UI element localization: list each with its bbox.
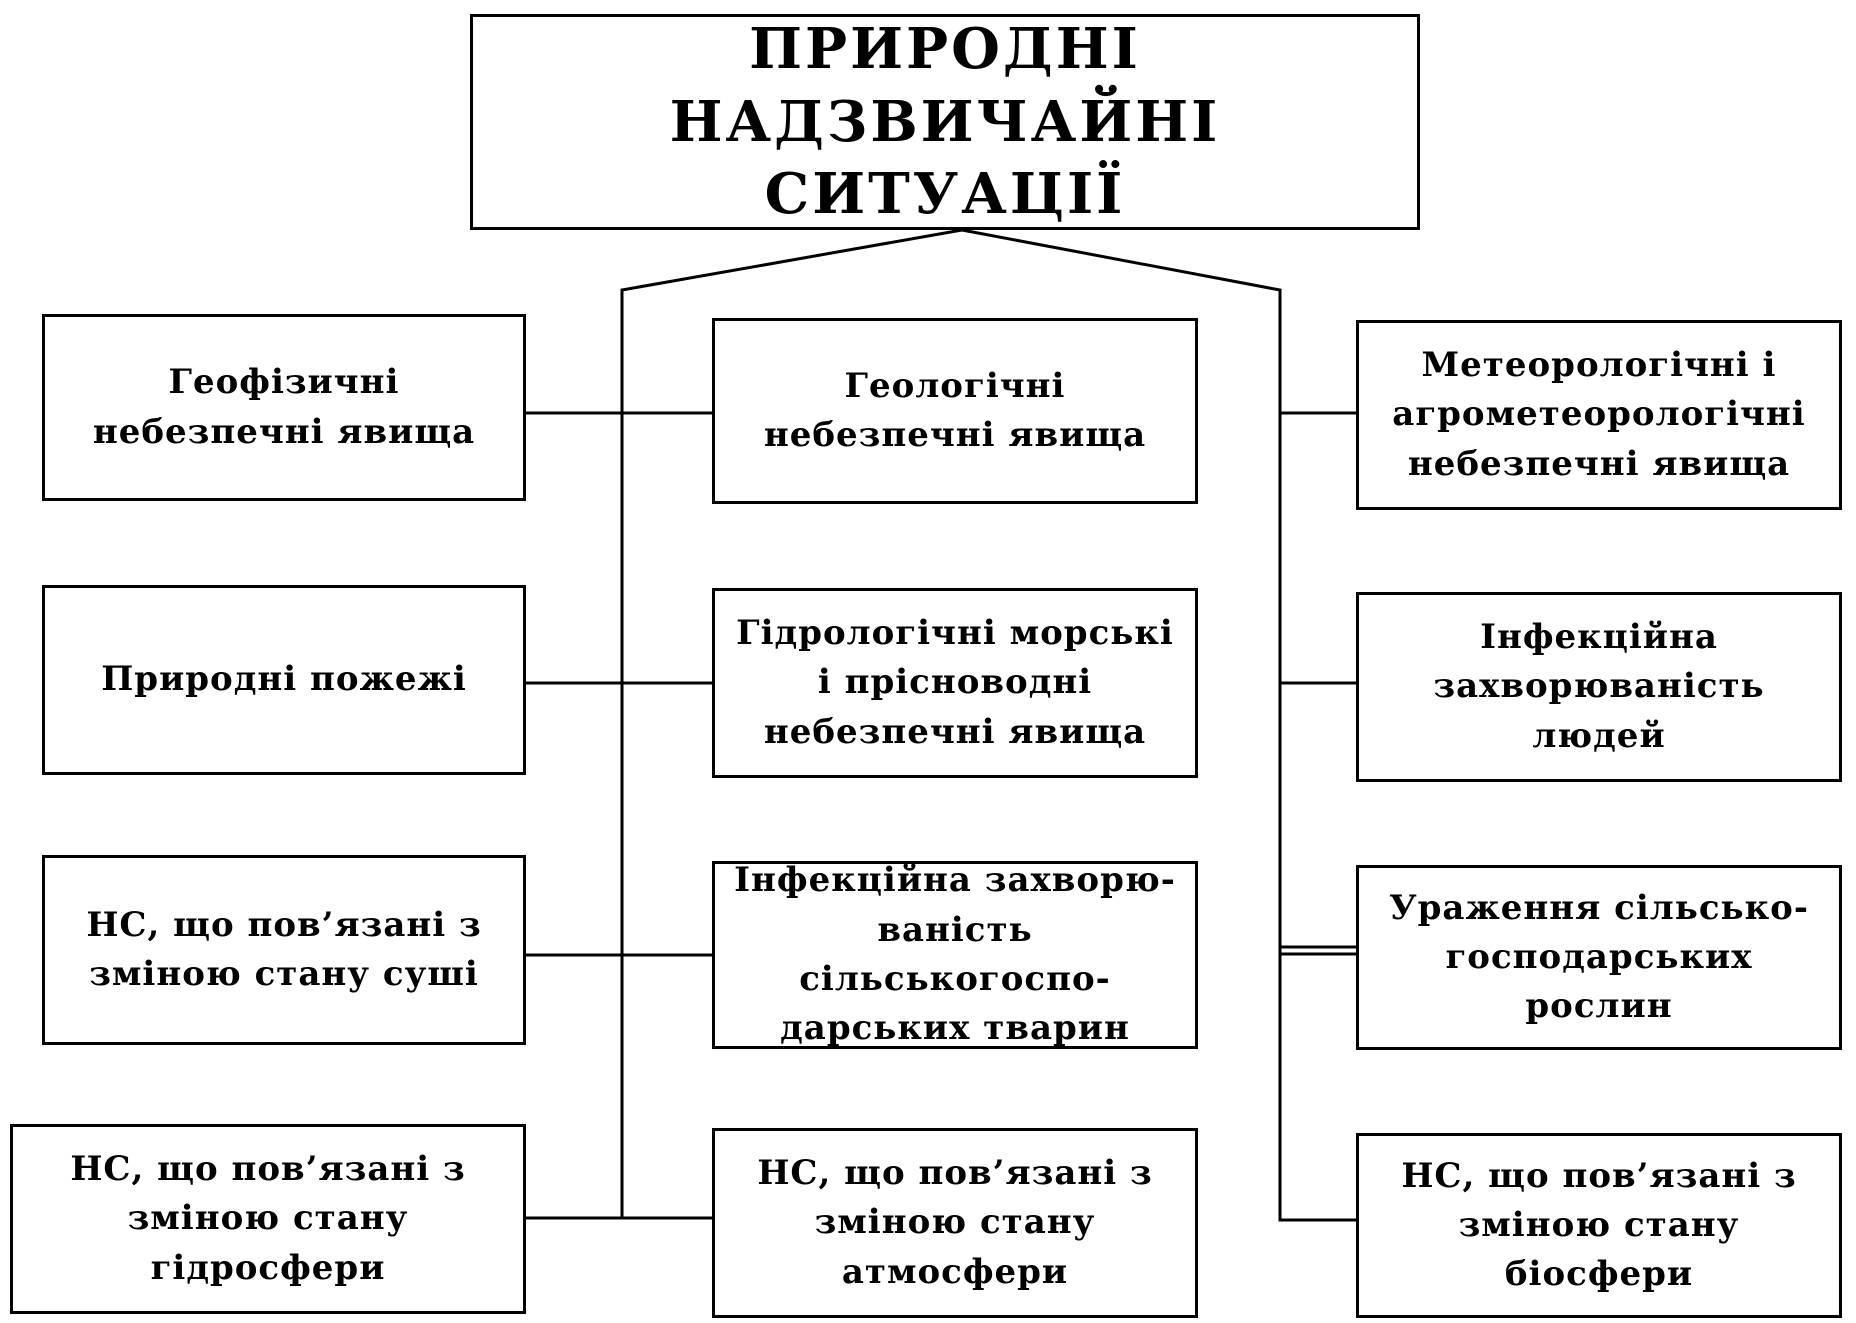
box-label: НС, що пов’язані з зміною стану біосфери (1401, 1155, 1797, 1295)
box-atmosphere-state: НС, що пов’язані з зміною стану атмосфер… (712, 1128, 1198, 1318)
box-land-state: НС, що пов’язані з зміною стану суші (42, 855, 526, 1045)
box-label: Геофізичні небезпечні явища (92, 362, 476, 452)
box-meteorological: Метеорологічні і агрометеорологічні небе… (1356, 320, 1842, 510)
box-geological: Геологічні небезпечні явища (712, 318, 1198, 504)
connector-title-right (961, 228, 1356, 1222)
box-label: Природні пожежі (101, 659, 467, 700)
box-label: Ураження сільсько- господарських рослин (1389, 887, 1809, 1027)
box-hydrological: Гідрологічні морські і прісноводні небез… (712, 588, 1198, 778)
box-geophysical: Геофізичні небезпечні явища (42, 314, 526, 501)
box-label: НС, що пов’язані з зміною стану суші (86, 904, 482, 994)
box-label: НС, що пов’язані з зміною стану гідросфе… (70, 1149, 466, 1288)
box-label: Інфекційна захворюваність людей (1433, 617, 1765, 756)
box-natural-fires: Природні пожежі (42, 585, 526, 775)
box-label: Гідрологічні морські і прісноводні небез… (736, 613, 1174, 752)
box-biosphere-state: НС, що пов’язані з зміною стану біосфери (1356, 1133, 1842, 1318)
title-box: ПРИРОДНІ НАДЗВИЧАЙНІ СИТУАЦІЇ (470, 14, 1420, 230)
diagram-title: ПРИРОДНІ НАДЗВИЧАЙНІ СИТУАЦІЇ (669, 15, 1221, 228)
box-label: Метеорологічні і агрометеорологічні небе… (1392, 345, 1806, 484)
connector-title-left (620, 228, 963, 1218)
box-label: Інфекційна захворю- ваність сільськогосп… (734, 860, 1176, 1049)
box-animal-disease: Інфекційна захворю- ваність сільськогосп… (712, 860, 1198, 1049)
box-label: НС, що пов’язані з зміною стану атмосфер… (757, 1153, 1153, 1292)
box-hydrosphere-state: НС, що пов’язані з зміною стану гідросфе… (10, 1124, 526, 1314)
box-human-disease: Інфекційна захворюваність людей (1356, 592, 1842, 782)
box-plant-damage: Ураження сільсько- господарських рослин (1356, 865, 1842, 1050)
box-label: Геологічні небезпечні явища (763, 365, 1147, 455)
